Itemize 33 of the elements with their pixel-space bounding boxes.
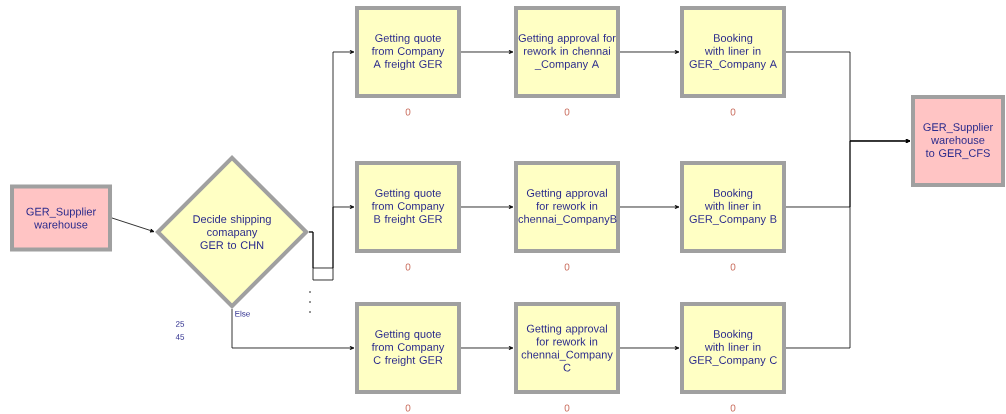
counter-text: 0 xyxy=(730,108,736,116)
connector xyxy=(308,205,355,281)
counter-text: 0 xyxy=(730,263,736,271)
process-box: Getting approval for rework in chennai_Company C xyxy=(514,302,620,394)
station-box: GER_Supplier warehouse xyxy=(10,184,112,252)
connector xyxy=(619,346,680,350)
counter-text: 45 xyxy=(175,334,185,340)
connector xyxy=(460,346,514,350)
process-box: Getting quote from Company C freight GER xyxy=(355,302,461,394)
counter-text: 0 xyxy=(564,404,570,412)
connector xyxy=(619,205,680,209)
connector xyxy=(111,217,155,233)
counter-text: 25 xyxy=(175,321,185,327)
process-box: Getting quote from Company A freight GER xyxy=(355,6,461,98)
process-box: Booking with liner in GER_Company B xyxy=(680,161,786,253)
process-box: Booking with liner in GER_Company C xyxy=(680,302,786,394)
connector xyxy=(460,205,514,209)
counter-text: 0 xyxy=(405,108,411,116)
station-box: GER_Supplier warehouse to GER_CFS xyxy=(911,95,1005,187)
process-box: Booking with liner in GER_Company A xyxy=(680,6,786,98)
connector xyxy=(231,308,355,350)
connector xyxy=(460,50,514,54)
process-box: Getting approval for rework in chennai_CompanyB xyxy=(514,161,620,253)
process-box: Getting quote from Company B freight GER xyxy=(355,161,461,253)
counter-text: 0 xyxy=(730,404,736,412)
counter-text: 0 xyxy=(564,108,570,116)
edge-label: Else xyxy=(234,310,251,318)
counter-text: 0 xyxy=(405,263,411,271)
counter-text: 0 xyxy=(564,263,570,271)
process-box: Getting approval for rework in chennai _Company A xyxy=(514,6,620,98)
connector xyxy=(619,50,680,54)
counter-text: 0 xyxy=(405,404,411,412)
connector xyxy=(785,139,911,349)
